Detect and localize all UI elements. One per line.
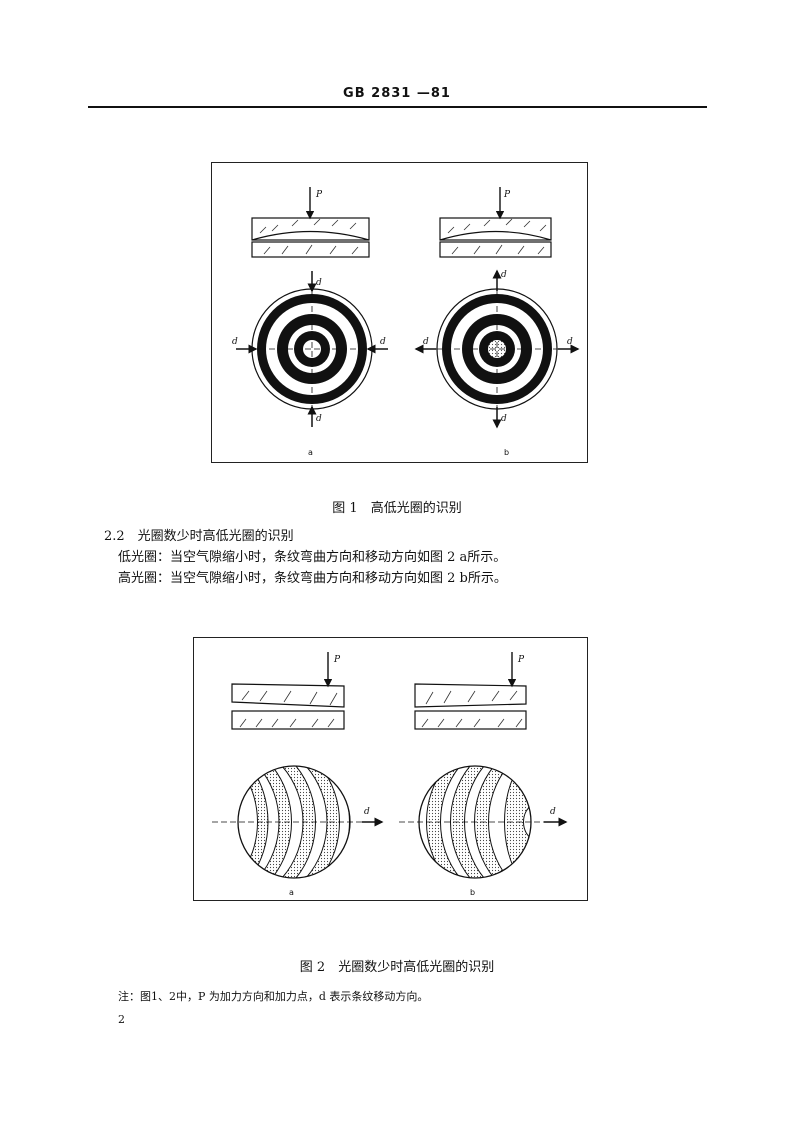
figure-2a-fringes [238, 766, 350, 878]
figure-1a-p-label: P [315, 190, 323, 200]
figure-1b-d-right: d [567, 337, 573, 347]
figure-1b-p-label: P [503, 190, 511, 200]
figure-2a-p-label: P [333, 655, 341, 665]
figure-2a-plates [231, 652, 345, 730]
figure-1b-d-bottom: d [501, 414, 507, 424]
figure-1-drawing: P P d d d d d d d d a b [232, 187, 580, 457]
figure-1-sub-a: a [308, 448, 313, 457]
figure-1: P P d d d d d d d d a b [211, 162, 588, 463]
low-ring-paragraph: 低光圈：当空气隙缩小时，条纹弯曲方向和移动方向如图 2 a所示。 [118, 550, 507, 565]
figure-2-caption: 图 2 光圈数少时高低光圈的识别 [299, 960, 495, 975]
figure-1b-plates [439, 187, 552, 258]
figure-2b-fringes [419, 766, 531, 878]
standard-number-header: GB 2831 —81 [343, 86, 451, 101]
figure-1b-d-left: d [423, 337, 429, 347]
figure-2a-d-label: d [364, 807, 370, 817]
figure-2-sub-a: a [289, 888, 294, 897]
page-number: 2 [118, 1013, 125, 1026]
figure-1a-d-left: d [232, 337, 238, 347]
figure-1b-d-top: d [501, 270, 507, 280]
figure-2b-p-label: P [517, 655, 525, 665]
figure-1a-d-top: d [316, 278, 322, 288]
figure-1a-plates [251, 187, 370, 258]
footnote: 注：图1、2中，P 为加力方向和加力点，d 表示条纹移动方向。 [118, 990, 429, 1003]
figure-1-sub-b: b [504, 448, 509, 457]
figure-2b-d-label: d [550, 807, 556, 817]
figure-1a-d-right: d [380, 337, 386, 347]
figure-1-caption: 图 1 高低光圈的识别 [332, 501, 462, 516]
figure-2b-plates [414, 652, 527, 730]
figure-1b-rings [414, 269, 580, 429]
figure-1a-d-bottom: d [316, 414, 322, 424]
header-rule [88, 106, 707, 108]
figure-1a-rings [236, 271, 388, 427]
figure-2: P P d d a b [193, 637, 588, 901]
high-ring-paragraph: 高光圈：当空气隙缩小时，条纹弯曲方向和移动方向如图 2 b所示。 [118, 571, 507, 586]
figure-2-sub-b: b [470, 888, 475, 897]
section-heading: 2.2 光圈数少时高低光圈的识别 [104, 529, 294, 544]
figure-2-drawing: P P d d a b [212, 652, 568, 897]
